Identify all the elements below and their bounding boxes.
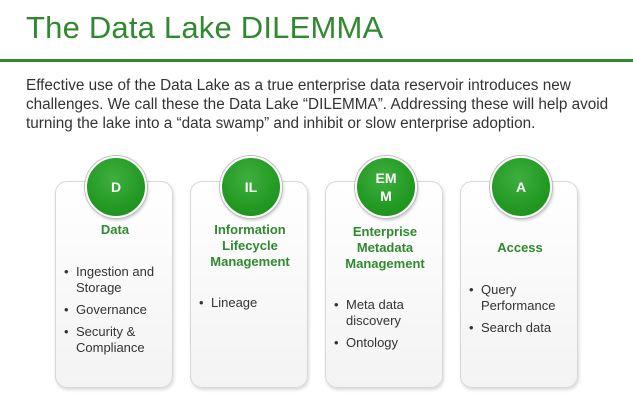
list-item: Search data bbox=[467, 320, 577, 336]
card-enterprise-metadata: Enterprise Metadata Management Meta data… bbox=[325, 181, 443, 388]
card-bullets: Query Performance Search data bbox=[467, 282, 577, 342]
card-title: Data bbox=[100, 222, 130, 237]
badge-d: D bbox=[85, 156, 147, 218]
list-item: Lineage bbox=[197, 295, 307, 311]
list-item: Query Performance bbox=[467, 282, 577, 314]
card-bullets: Meta data discovery Ontology bbox=[332, 297, 442, 357]
badge-a: A bbox=[490, 156, 552, 218]
card-bullets: Lineage bbox=[197, 295, 307, 317]
card-title: Access bbox=[497, 240, 543, 255]
title-divider bbox=[0, 59, 633, 62]
intro-paragraph: Effective use of the Data Lake as a true… bbox=[26, 77, 609, 132]
badge-il: IL bbox=[220, 156, 282, 218]
badge-emm: EM M bbox=[355, 156, 417, 218]
list-item: Ontology bbox=[332, 335, 442, 351]
page-title: The Data Lake DILEMMA bbox=[26, 10, 384, 45]
list-item: Meta data discovery bbox=[332, 297, 442, 329]
list-item: Ingestion and Storage bbox=[62, 264, 172, 296]
list-item: Security & Compliance bbox=[62, 324, 172, 356]
card-bullets: Ingestion and Storage Governance Securit… bbox=[62, 264, 172, 362]
card-title: Enterprise Metadata Management bbox=[345, 224, 425, 271]
card-title: Information Lifecycle Management bbox=[210, 222, 290, 269]
list-item: Governance bbox=[62, 302, 172, 318]
